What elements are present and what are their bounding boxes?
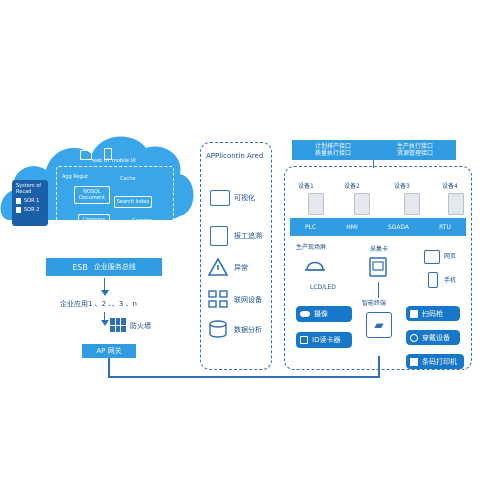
esb-down-line (104, 278, 106, 292)
database-icon (209, 320, 227, 338)
monitor-icon (80, 150, 92, 160)
mobile-ui-label: mobile UI (112, 158, 136, 164)
chip-right-2: 条码打印机 (422, 357, 457, 366)
server-icon (308, 193, 324, 215)
server-icon (354, 193, 370, 215)
chip-left-1: ID读卡器 (312, 336, 341, 344)
interface-1: 生产执行接口 (396, 143, 433, 150)
server-icon (404, 193, 420, 215)
chip-right-1: 穿戴设备 (422, 333, 450, 342)
cloud-title: CliomtTien (70, 138, 103, 145)
card-reader-icon (300, 336, 308, 344)
scanner-chip: 扫码枪 (406, 306, 460, 321)
database-icon (16, 207, 21, 213)
network-icon (208, 290, 228, 308)
firewall-label: 防火墙 (130, 322, 151, 330)
web-ui-label: web UI (92, 158, 110, 164)
esb-bar: ESB 企业服务总线 (46, 258, 162, 276)
apps-line: 企业应用1 、2 、、3 、n (60, 300, 137, 308)
shopfloor-panel (284, 166, 472, 370)
search-index-label: Search Index (116, 199, 150, 205)
middle-item-2: 异常 (234, 264, 248, 272)
server-icon (448, 193, 464, 215)
document-icon (210, 226, 228, 246)
terminal-up-line (378, 282, 380, 298)
interfaces-bar: 计划排产接口 生产执行接口 质量执行接口 资源管理接口 (292, 140, 456, 160)
cloud-shape (0, 136, 194, 220)
camera-chip: 摄像 (296, 306, 352, 322)
wearable-chip: 穿戴设备 (406, 330, 460, 345)
application-panel (200, 142, 272, 370)
middle-item-4: 数据分析 (234, 326, 262, 334)
services-frame (56, 166, 174, 234)
gateway-connector-horizontal (108, 376, 380, 378)
gateway-connector-down (108, 358, 110, 378)
printer-chip: 条码打印机 (406, 354, 464, 369)
warning-icon (208, 258, 228, 276)
protocol-2: SGADA (387, 223, 410, 231)
cache-label: Cache (120, 176, 136, 182)
protocol-bar: PLC HMI SGADA RTU (290, 218, 466, 236)
web-icon (424, 250, 440, 264)
id-reader-chip: ID读卡器 (296, 332, 352, 348)
listeners-box: Listeners (78, 214, 110, 226)
camera-icon (300, 311, 310, 317)
device-label-3: 设备4 (442, 183, 458, 190)
protocol-3: RTU (439, 223, 451, 231)
device-label-0: 设备1 (298, 183, 314, 190)
search-index-box: Search Index (114, 196, 152, 208)
lcd-label: LCD/LED (310, 284, 336, 291)
database-icon (16, 198, 21, 204)
gateway-label: AP 网关 (96, 347, 122, 355)
system-of-record-box: System of Recad SOR 1 SOR 2 (12, 180, 48, 226)
field-display-label: 生产现场屏 (296, 244, 327, 251)
gateway-bar: AP 网关 (82, 344, 136, 358)
nosql-label: NOSQL Document (79, 189, 105, 201)
firewall-line (104, 312, 106, 322)
protocol-0: PLC (305, 223, 317, 231)
device-label-1: 设备2 (344, 183, 360, 190)
middle-item-1: 报工追溯 (234, 232, 262, 240)
chip-left-0: 摄像 (314, 310, 328, 318)
display-screen-icon (305, 261, 325, 271)
printer-icon (410, 357, 418, 366)
wearable-icon (410, 333, 418, 342)
collector-label: 采集卡 (370, 246, 389, 253)
phone-label: 手机 (444, 277, 457, 284)
sor1-label: SOR 1 (24, 198, 40, 204)
sor2-label: SOR 2 (24, 207, 40, 213)
chip-right-0: 扫码枪 (422, 309, 443, 318)
phone-icon (104, 148, 112, 160)
firewall-arrow (101, 320, 109, 326)
protocol-1: HMI (346, 223, 358, 231)
wifi-terminal-icon: ▰ (366, 312, 392, 338)
middle-item-3: 联网设备 (234, 296, 262, 304)
monitor-icon (210, 190, 230, 206)
nosql-box: NOSQL Document (74, 186, 110, 204)
phone-icon (428, 272, 438, 288)
agg-regut-label: Agg Regut (62, 174, 88, 180)
interface-0: 计划排产接口 (314, 143, 351, 150)
device-label-2: 设备3 (394, 183, 410, 190)
esb-down-arrow (101, 290, 109, 296)
interfaces-connector (373, 160, 375, 168)
middle-item-0: 可视化 (234, 194, 255, 202)
scanner-icon (410, 309, 418, 318)
web-label: 网页 (444, 253, 457, 260)
gateway-connector-up (378, 356, 380, 378)
firewall-icon (110, 318, 126, 332)
esb-label: 企业服务总线 (93, 263, 136, 271)
application-title: APPlicontin Ared (206, 152, 264, 160)
listeners-label: Listeners (82, 217, 106, 223)
interface-3: 资源管理接口 (396, 150, 433, 157)
esb-code: ESB (72, 262, 88, 272)
interface-2: 质量执行接口 (314, 150, 351, 157)
cerniors-label: Cerniors (132, 218, 153, 224)
smart-terminal-label: 智能终端 (362, 300, 387, 307)
collector-card-icon (369, 257, 387, 277)
system-title: System of Recad (16, 183, 42, 195)
